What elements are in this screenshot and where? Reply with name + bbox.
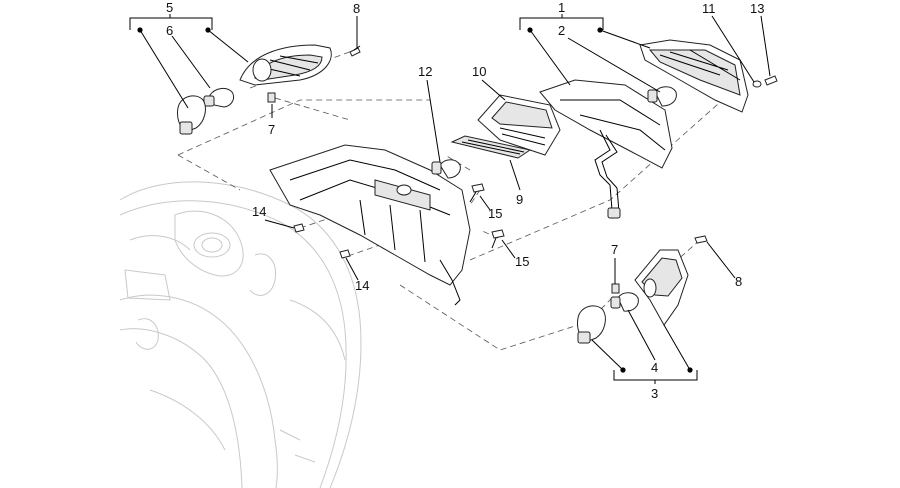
- callout-3: 3: [651, 386, 658, 401]
- callout-1: 1: [558, 0, 565, 15]
- callout-labels: 5 6 8 7 1 2 11 13 12 10 9 15 15 14 14 7 …: [166, 0, 764, 401]
- screw-15-upper: [469, 183, 485, 203]
- left-clip: [267, 92, 276, 103]
- tail-lens: [639, 39, 749, 113]
- callout-10: 10: [472, 64, 486, 79]
- screw-13: [764, 75, 778, 86]
- left-screw-8: [349, 45, 361, 57]
- callout-11: 11: [702, 1, 716, 16]
- tail-bulb-2: [647, 86, 677, 107]
- callout-7-left: 7: [268, 122, 275, 137]
- callout-5: 5: [166, 0, 173, 15]
- indicator-screw-8: [694, 235, 708, 244]
- left-bulb-socket: [177, 95, 206, 135]
- indicator-housing: [634, 249, 689, 326]
- callout-15-lower: 15: [515, 254, 529, 269]
- callout-8-right: 8: [735, 274, 742, 289]
- lens-9: [450, 135, 532, 159]
- indicator-clip-7: [611, 283, 620, 294]
- callout-7-right: 7: [611, 242, 618, 257]
- callout-14-right: 14: [355, 278, 369, 293]
- callout-14-left: 14: [252, 204, 266, 219]
- washer-11: [752, 80, 762, 88]
- tail-lamp-body-1: [539, 79, 673, 219]
- rear-bracket: [269, 144, 471, 306]
- callout-8-left: 8: [353, 1, 360, 16]
- callout-6: 6: [166, 23, 173, 38]
- indicator-socket: [577, 305, 606, 344]
- callout-2: 2: [558, 23, 565, 38]
- callout-4: 4: [651, 360, 658, 375]
- callout-15-upper: 15: [488, 206, 502, 221]
- screw-14-right: [339, 249, 351, 259]
- bulb-12: [431, 159, 461, 179]
- callout-12: 12: [418, 64, 432, 79]
- scooter-body-ghost: [119, 181, 362, 488]
- left-bulb: [203, 87, 235, 108]
- left-lamp-housing: [239, 44, 332, 86]
- indicator-bulb-4: [610, 292, 639, 312]
- callout-13: 13: [750, 1, 764, 16]
- callout-9: 9: [516, 192, 523, 207]
- screw-15-lower: [491, 229, 505, 249]
- screw-14-left: [293, 223, 305, 233]
- leader-lines: [129, 14, 771, 384]
